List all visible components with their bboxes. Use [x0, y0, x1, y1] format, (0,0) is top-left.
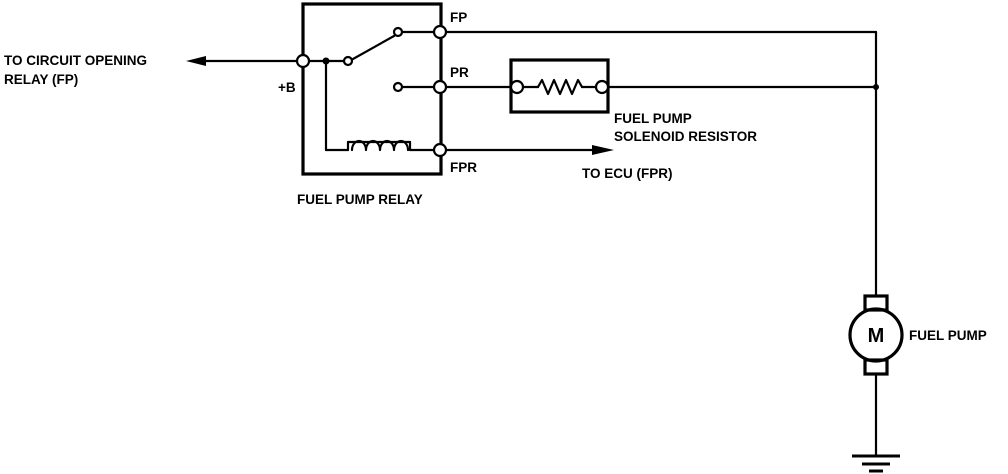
switch-fp-contact [392, 26, 404, 38]
junction-dot [322, 57, 330, 65]
label-fuel-pump-relay: FUEL PUMP RELAY [297, 192, 423, 207]
label-fp: FP [450, 10, 467, 25]
label-plus-b: +B [278, 80, 296, 95]
fuel-pump-relay-box [301, 2, 443, 176]
label-relay-fp: RELAY (FP) [4, 72, 78, 87]
terminal-fp [432, 24, 448, 40]
arrow-to-circuit-opening-relay [186, 56, 300, 66]
relay-internal-wiring [306, 30, 438, 152]
switch-pr-contact [392, 81, 404, 93]
ground-icon [852, 454, 900, 473]
label-to-ecu: TO ECU (FPR) [582, 166, 673, 181]
label-to-circuit-opening: TO CIRCUIT OPENING [4, 53, 147, 68]
junction-dot [873, 84, 879, 90]
motor-symbol: M [868, 325, 885, 347]
terminal-plus-b [295, 53, 311, 69]
label-resistor-line1: FUEL PUMP [614, 111, 692, 126]
label-resistor-line2: SOLENOID RESISTOR [614, 129, 757, 144]
label-fuel-pump: FUEL PUMP [909, 328, 987, 343]
terminal-fpr [432, 142, 448, 158]
switch-common-contact [342, 55, 354, 67]
terminal-pr [432, 79, 448, 95]
relay-coil [350, 139, 410, 152]
arrow-to-ecu [592, 145, 614, 155]
solenoid-resistor [509, 58, 610, 114]
label-pr: PR [450, 65, 469, 80]
label-fpr: FPR [450, 160, 477, 175]
external-wiring [444, 30, 878, 458]
fuel-pump-motor: M [848, 294, 904, 376]
